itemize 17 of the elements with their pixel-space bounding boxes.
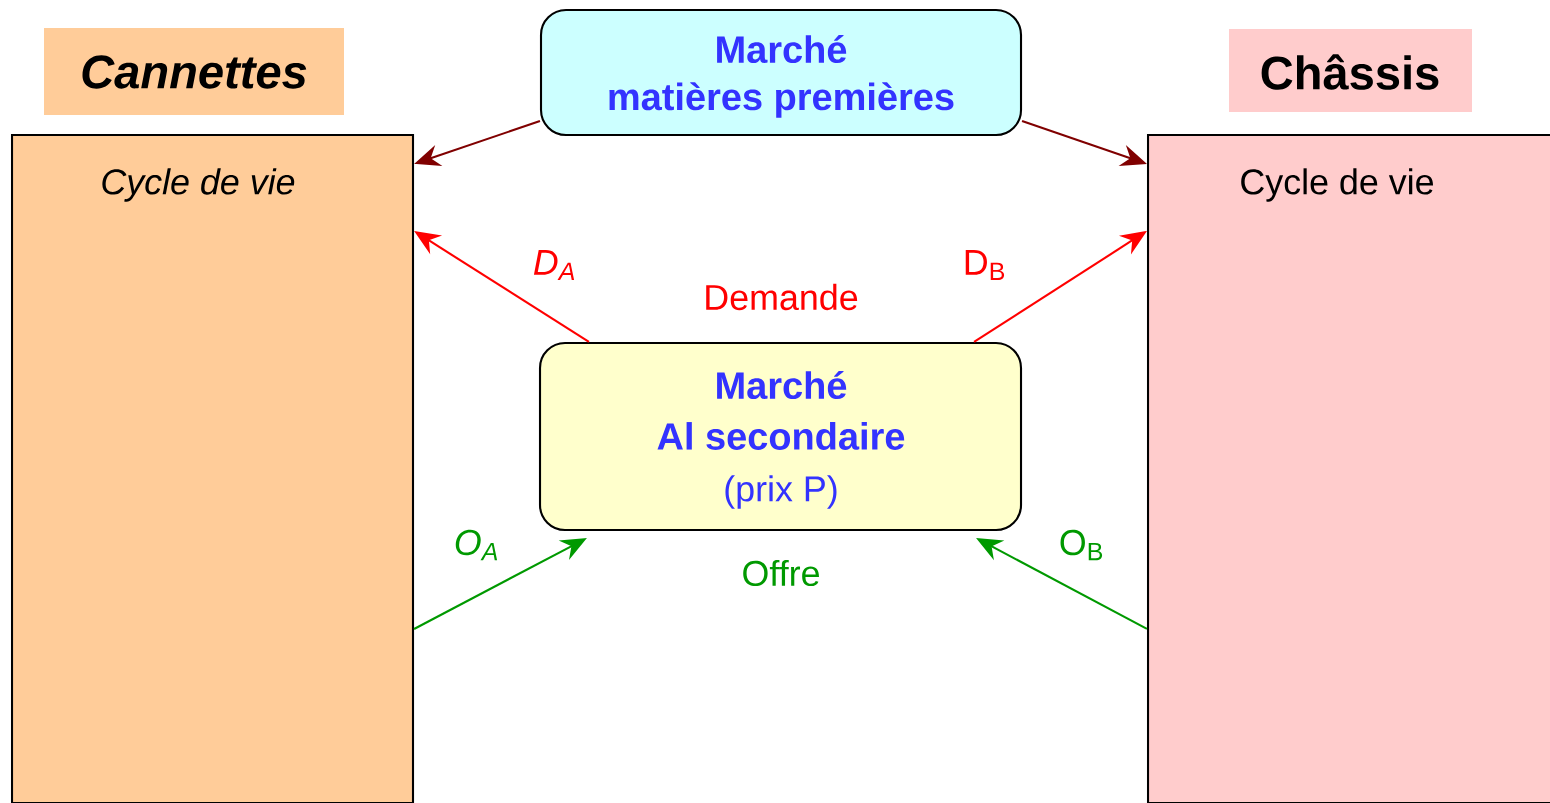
box-text: Cycle de vie	[1241, 168, 1433, 202]
market-box	[539, 8, 1023, 137]
edge-label: D$_{A}$	[529, 246, 581, 284]
edge-label: D$_{B}$	[959, 246, 1011, 284]
heading-label: Cannettes	[44, 28, 344, 115]
box-text: (prix P)	[725, 475, 837, 509]
life-cycle-panel	[10, 28, 415, 803]
market-box	[538, 341, 1023, 532]
box-text: Cycle de vie	[102, 168, 295, 202]
edge-label: O$_{A}$	[450, 526, 504, 564]
box-text: Marché	[717, 370, 847, 400]
box-text: Marché	[717, 34, 847, 64]
box-text: matières premières	[609, 82, 954, 118]
box-text: Al secondaire	[657, 422, 905, 450]
edge-label: O$_{B}$	[1055, 526, 1109, 564]
life-cycle-panel	[1146, 29, 1550, 803]
heading-label: Châssis	[1229, 29, 1472, 112]
